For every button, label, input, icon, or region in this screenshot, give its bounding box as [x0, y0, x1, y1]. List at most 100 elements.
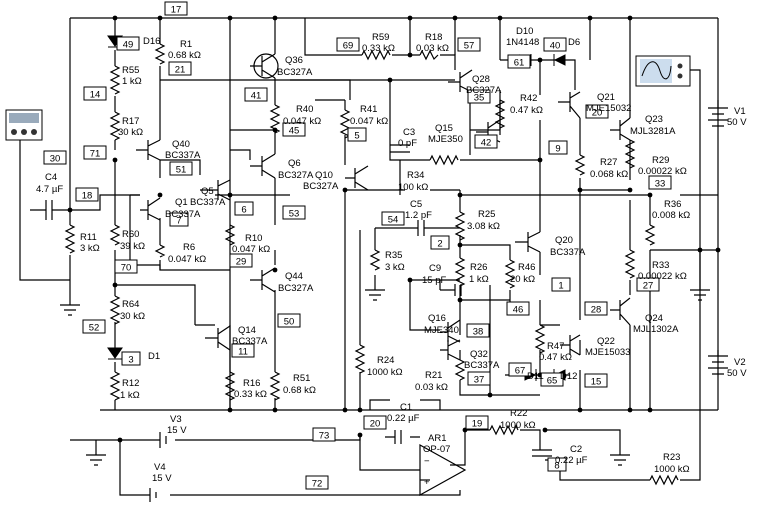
label-C5: C5	[410, 199, 422, 210]
value-R46: 20 kΩ	[510, 274, 535, 285]
value-R55: 1 kΩ	[122, 76, 142, 87]
net-label: 27	[643, 281, 654, 292]
net-label: 61	[514, 58, 525, 69]
transistor-Q23	[610, 117, 631, 141]
resistor-R60	[109, 224, 121, 246]
value-R42: 0.47 kΩ	[510, 105, 543, 116]
value-R6: 0.047 kΩ	[168, 254, 206, 265]
label-R34: R34	[407, 170, 424, 181]
net-label: 8	[554, 461, 559, 472]
label-R51: R51	[293, 373, 310, 384]
transistor-Q32	[440, 339, 461, 361]
label-R1: R1	[180, 39, 192, 50]
net-label: 57	[464, 41, 475, 52]
label-Q28: Q28	[472, 74, 490, 85]
label-Q15: Q15	[435, 123, 453, 134]
value-V2: 50 V	[727, 368, 747, 379]
net-label: 20	[370, 419, 381, 430]
part-Q10: BC327A	[303, 181, 339, 192]
label-Q22: Q22	[597, 336, 615, 347]
sources	[60, 100, 728, 502]
net-label-box	[543, 37, 567, 52]
resistor-R1	[154, 43, 166, 65]
resistor-R29	[624, 139, 636, 169]
net-label-box	[467, 371, 491, 386]
part-Q23: MJL3281A	[630, 126, 676, 137]
net-label-box	[363, 415, 387, 430]
net-label-box	[164, 1, 188, 16]
label-Q5: Q5	[201, 186, 214, 197]
net-label-box	[282, 205, 306, 220]
value-R16: 0.33 kΩ	[234, 389, 267, 400]
net-label-box	[336, 37, 360, 52]
resistor-R59	[361, 49, 391, 61]
value-R10: 0.047 kΩ	[232, 244, 270, 255]
resistor-R26	[454, 257, 466, 287]
value-R24: 1000 kΩ	[367, 367, 403, 378]
label-Q24: Q24	[645, 313, 663, 324]
battery-V3	[159, 432, 167, 448]
net-label-box	[465, 415, 489, 430]
part-Q14: BC337A	[232, 336, 268, 347]
part-Q40: BC337A	[165, 150, 201, 161]
transistor-Q21	[558, 91, 581, 119]
opamp-AR1: − +	[419, 443, 467, 497]
net-label-box	[82, 319, 106, 334]
capacitor-C4	[30, 200, 70, 220]
part-Q24: MJL1302A	[633, 324, 679, 335]
value-R25: 3.08 kΩ	[467, 221, 500, 232]
label-D10: D10	[516, 26, 533, 37]
net-label-box	[116, 36, 140, 51]
label-D6: D6	[568, 37, 580, 48]
label-Q36: Q36	[285, 55, 303, 66]
label-D1: D1	[148, 351, 160, 362]
label-R24: R24	[377, 355, 394, 366]
part-D10: 1N4148	[506, 37, 539, 48]
battery-V4	[149, 488, 157, 502]
label-R59: R59	[372, 32, 389, 43]
value-R11: 3 kΩ	[80, 243, 100, 254]
label-R47: R47	[547, 341, 564, 352]
net-label-box	[540, 372, 564, 387]
resistor-R36	[644, 224, 656, 246]
label-R60: R60	[122, 229, 139, 240]
net-label-box	[467, 89, 491, 104]
battery-V2	[708, 350, 728, 375]
net-label-box	[121, 351, 141, 366]
value-R22: 1000 kΩ	[500, 420, 536, 431]
net-label: 52	[89, 323, 100, 334]
label-Q20: Q20	[555, 235, 573, 246]
ground-4	[86, 454, 106, 466]
value-R59: 0.33 kΩ	[362, 43, 395, 54]
net-label-box	[457, 37, 481, 52]
part-Q36: BC327A	[277, 67, 313, 78]
resistor-R55	[109, 65, 121, 95]
label-R64: R64	[122, 299, 139, 310]
net-label: 9	[555, 144, 560, 155]
transistor-Q6	[250, 153, 276, 179]
part-Q22: MJE15033	[585, 347, 630, 358]
net-label-box	[347, 127, 367, 142]
net-label-box	[312, 427, 336, 442]
transistor-Q20	[515, 231, 541, 253]
part-Q20: BC337A	[550, 247, 586, 258]
resistor-R21	[454, 359, 466, 381]
net-label-box	[43, 150, 67, 165]
value-R29: 0.00022 kΩ	[638, 166, 687, 177]
net-label: 11	[238, 347, 248, 358]
net-label-box	[585, 104, 609, 119]
value-R23: 1000 kΩ	[654, 464, 690, 475]
label-C3: C3	[403, 127, 415, 138]
net-label: 19	[472, 419, 483, 430]
label-Q32: Q32	[470, 349, 488, 360]
label-D12: D12	[560, 371, 577, 382]
net-label: 18	[82, 191, 93, 202]
value-R35: 3 kΩ	[385, 262, 405, 273]
transistor-Q44	[250, 267, 276, 293]
resistor-R24	[354, 344, 366, 374]
value-R27: 0.068 kΩ	[590, 169, 628, 180]
transistor-Q24	[610, 297, 631, 326]
resistor-R18	[419, 49, 439, 61]
net-label: 73	[319, 431, 330, 442]
capacitor-C5	[410, 220, 435, 236]
